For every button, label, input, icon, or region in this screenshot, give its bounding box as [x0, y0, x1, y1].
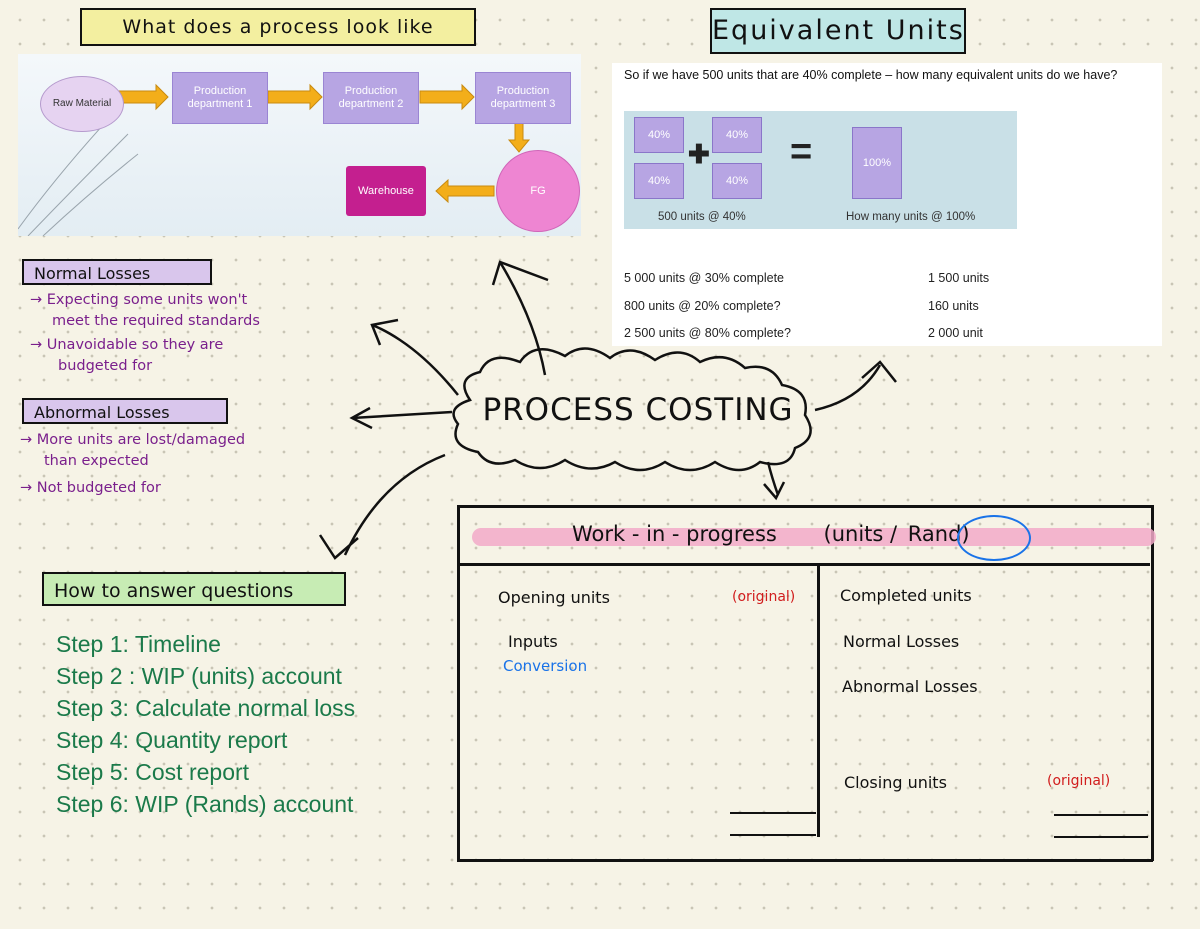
abnormal-note-3: → Not budgeted for	[20, 480, 161, 496]
closing-units: Closing units	[844, 773, 947, 792]
debit-total-line-1	[730, 812, 816, 814]
right-caption: How many units @ 100%	[846, 211, 976, 223]
square-40-3: 40%	[634, 163, 684, 199]
wip-units-part: (units /	[823, 522, 898, 546]
opening-units: Opening units	[498, 588, 610, 607]
square-40-4: 40%	[712, 163, 762, 199]
process-title: What does a process look like	[80, 8, 476, 46]
opening-original-note: (original)	[732, 589, 796, 605]
left-caption: 500 units @ 40%	[658, 211, 746, 223]
step-6: Step 6: WIP (Rands) account	[56, 791, 354, 817]
wip-header-line	[460, 563, 1150, 566]
example-row-3-right: 2 000 unit	[928, 326, 983, 340]
normal-note-3: → Unavoidable so they are	[30, 337, 224, 353]
production-department-2-node: Production department 2	[323, 72, 419, 124]
process-flow-diagram: Raw Material Production department 1 Pro…	[18, 54, 581, 236]
step-5: Step 5: Cost report	[56, 759, 250, 785]
example-row-1-right: 1 500 units	[928, 271, 990, 285]
flow-arrow-2	[267, 83, 323, 111]
step-2: Step 2 : WIP (units) account	[56, 663, 342, 689]
equivalent-units-title: Equivalent Units	[710, 8, 966, 54]
how-to-answer-title: How to answer questions	[42, 572, 346, 606]
step-3: Step 3: Calculate normal loss	[56, 695, 356, 721]
plus-icon: ✚	[688, 139, 710, 169]
square-40-1: 40%	[634, 117, 684, 153]
abnormal-note-1: → More units are lost/damaged	[20, 432, 246, 448]
raw-material-node: Raw Material	[40, 76, 124, 132]
equivalent-units-panel: So if we have 500 units that are 40% com…	[612, 63, 1162, 346]
abnormal-losses: Abnormal Losses	[842, 677, 978, 696]
production-department-3-node: Production department 3	[475, 72, 571, 124]
closing-original-note: (original)	[1047, 773, 1111, 789]
wip-title-text: Work - in - progress	[572, 522, 777, 546]
rand-circle	[957, 515, 1031, 561]
inputs: Inputs	[508, 632, 558, 651]
step-4: Step 4: Quantity report	[56, 727, 288, 753]
production-department-1-node: Production department 1	[172, 72, 268, 124]
equals-icon: =	[790, 131, 813, 173]
completed-units: Completed units	[840, 586, 972, 605]
normal-note-2: meet the required standards	[52, 313, 260, 329]
abnormal-note-2: than expected	[44, 453, 149, 469]
debit-total-line-2	[730, 834, 816, 836]
step-1: Step 1: Timeline	[56, 631, 221, 657]
wip-right-border	[1151, 505, 1154, 861]
example-row-3-left: 2 500 units @ 80% complete?	[624, 326, 791, 340]
flow-arrow-5	[435, 178, 495, 204]
fg-node: FG	[496, 150, 580, 232]
warehouse-node: Warehouse	[346, 166, 426, 216]
abnormal-losses-title: Abnormal Losses	[22, 398, 228, 424]
equivalent-units-question: So if we have 500 units that are 40% com…	[624, 68, 1118, 82]
square-100: 100%	[852, 127, 902, 199]
process-costing-center: PROCESS COSTING	[482, 392, 794, 428]
flow-arrow-3	[419, 83, 475, 111]
wip-divider	[817, 565, 820, 837]
steps-list: Step 1: Timeline Step 2 : WIP (units) ac…	[56, 628, 355, 820]
square-40-2: 40%	[712, 117, 762, 153]
normal-note-1: → Expecting some units won't	[30, 292, 248, 308]
normal-note-4: budgeted for	[58, 358, 153, 374]
normal-losses-title: Normal Losses	[22, 259, 212, 285]
wip-title: Work - in - progress (units / Rand)	[472, 522, 1156, 552]
equivalent-units-figure: 40% 40% 40% 40% ✚ = 100% 500 units @ 40%…	[624, 111, 1017, 229]
flow-arrow-4	[507, 121, 531, 153]
wip-top-border	[457, 505, 1153, 508]
cloud-outline	[452, 347, 812, 472]
example-row-1-left: 5 000 units @ 30% complete	[624, 271, 785, 285]
example-row-2-right: 160 units	[928, 299, 979, 313]
example-row-2-left: 800 units @ 20% complete?	[624, 299, 781, 313]
wip-left-border	[457, 505, 460, 861]
wip-bottom-border	[457, 859, 1153, 862]
credit-total-line-2	[1054, 836, 1148, 838]
conversion: Conversion	[503, 657, 588, 675]
normal-losses: Normal Losses	[843, 632, 960, 651]
credit-total-line-1	[1054, 814, 1148, 816]
